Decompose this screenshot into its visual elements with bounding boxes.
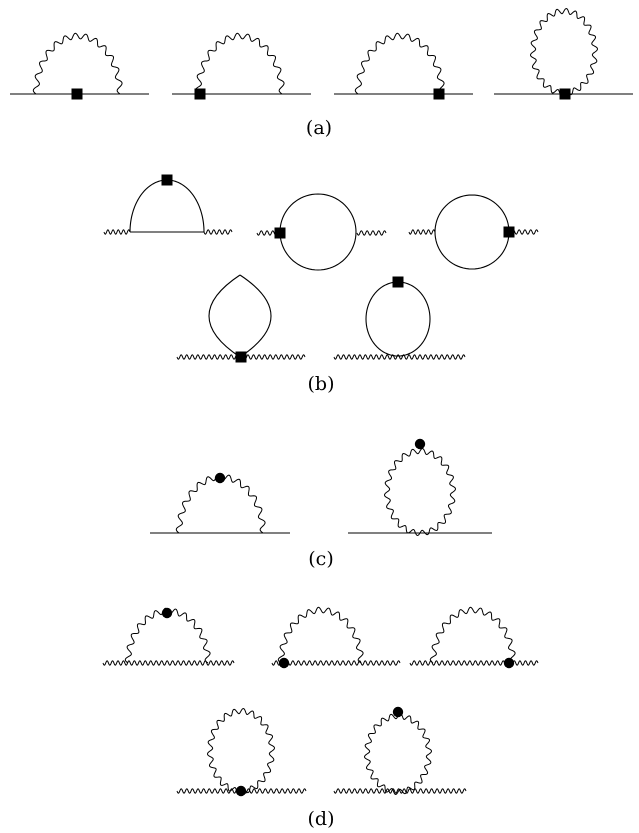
diagram-b1 bbox=[103, 174, 233, 235]
photon-leg bbox=[103, 229, 131, 235]
diagram-d2 bbox=[271, 606, 401, 669]
panel-a: (a) bbox=[10, 7, 633, 139]
counterterm-square bbox=[559, 88, 571, 100]
diagram-d1 bbox=[102, 607, 235, 666]
photon-line bbox=[271, 660, 401, 666]
photon-arc bbox=[383, 447, 457, 537]
diagram-b5 bbox=[333, 276, 466, 360]
diagram-d5 bbox=[333, 706, 467, 796]
counterterm-square bbox=[194, 88, 206, 100]
diagram-a4 bbox=[494, 7, 633, 100]
counterterm-square bbox=[433, 88, 445, 100]
insertion-dot bbox=[214, 472, 226, 484]
counterterm-square bbox=[392, 276, 404, 288]
diagram-b3 bbox=[408, 194, 539, 270]
photon-arc bbox=[194, 32, 285, 95]
diagram-a2 bbox=[172, 32, 311, 100]
panel-a-label: (a) bbox=[306, 117, 332, 139]
insertion-dot bbox=[503, 657, 515, 669]
fermion-arc bbox=[434, 194, 510, 270]
panel-d: (d) bbox=[102, 606, 539, 830]
photon-leg bbox=[356, 230, 387, 236]
photon-arc bbox=[429, 606, 516, 664]
photon-arc bbox=[32, 32, 123, 95]
diagram-b4 bbox=[176, 274, 306, 363]
fermion-loop bbox=[208, 274, 272, 358]
counterterm-square bbox=[235, 351, 247, 363]
insertion-dot bbox=[235, 785, 247, 797]
photon-leg bbox=[203, 229, 233, 235]
photon-line bbox=[333, 788, 467, 794]
photon-line bbox=[409, 660, 539, 666]
counterterm-square bbox=[71, 88, 83, 100]
photon-arc bbox=[529, 7, 599, 97]
counterterm-square bbox=[161, 174, 173, 186]
diagram-d3 bbox=[409, 606, 539, 669]
insertion-dot bbox=[278, 657, 290, 669]
counterterm-square bbox=[274, 227, 286, 239]
photon-leg bbox=[408, 229, 436, 235]
diagram-a1 bbox=[10, 32, 149, 100]
panel-b-label: (b) bbox=[308, 373, 335, 395]
panel-c: (c) bbox=[150, 438, 492, 570]
photon-line bbox=[333, 354, 466, 360]
diagram-d4 bbox=[176, 707, 307, 797]
photon-line bbox=[102, 660, 235, 666]
diagram-c1 bbox=[150, 472, 290, 534]
diagram-c2 bbox=[348, 438, 492, 537]
fermion-arc bbox=[365, 281, 431, 357]
photon-arc bbox=[206, 707, 276, 795]
insertion-dot bbox=[392, 706, 404, 718]
panel-d-label: (d) bbox=[308, 808, 335, 830]
panel-b: (b) bbox=[103, 174, 539, 395]
photon-arc bbox=[277, 606, 364, 664]
photon-arc bbox=[354, 32, 445, 95]
counterterm-square bbox=[503, 226, 515, 238]
diagram-b2 bbox=[256, 193, 387, 271]
insertion-dot bbox=[161, 607, 173, 619]
panel-c-label: (c) bbox=[308, 548, 333, 570]
diagram-a3 bbox=[334, 32, 473, 100]
photon-arc bbox=[363, 712, 433, 796]
insertion-dot bbox=[414, 438, 426, 450]
fermion-arc bbox=[279, 193, 357, 271]
fermion-arc bbox=[129, 179, 205, 233]
